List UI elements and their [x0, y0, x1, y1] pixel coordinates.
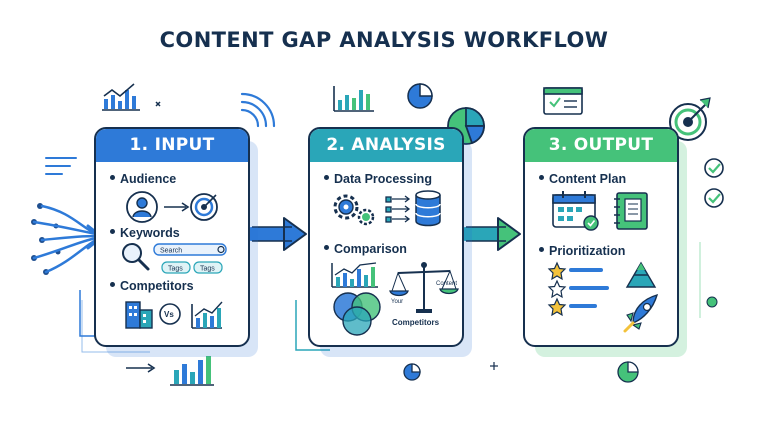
stage-input: 1. INPUT Audience Keywords Search Tags T… [94, 127, 250, 347]
check-circle-icon [704, 188, 724, 208]
content-plan-icon [552, 191, 648, 231]
database-icon [415, 190, 441, 227]
comparison-icon: Your Content Competitors [331, 262, 459, 336]
vs-text: Vs [164, 310, 174, 319]
check-circle-icon [704, 158, 724, 178]
line-chart-icon [331, 262, 378, 288]
gear-icon [333, 194, 375, 226]
list-item: Comparison [324, 242, 407, 256]
stage-output: 3. OUTPUT Content Plan Prioritization [523, 127, 679, 347]
stage-header: 2. ANALYSIS [310, 129, 462, 162]
search-text: Search [160, 248, 182, 255]
content-text: Content [436, 281, 457, 287]
pie-chart-green-icon [617, 361, 639, 383]
list-item: Keywords [110, 226, 180, 240]
list-item: Content Plan [539, 172, 626, 186]
rocket-icon [623, 293, 659, 333]
funnel-arrows-icon [32, 204, 98, 274]
list-item: Competitors [110, 279, 194, 293]
prioritization-icon [547, 261, 659, 333]
bar-chart-icon [102, 83, 140, 111]
sparkle-bottom-icon [490, 362, 498, 370]
calendar-icon [552, 191, 599, 231]
your-text: Your [391, 299, 403, 305]
keywords-icon: Search Tags Tags [122, 243, 227, 274]
bar-chart-bottom-icon [170, 356, 214, 386]
dot-icon [706, 296, 718, 308]
list-item: Audience [110, 172, 176, 186]
signal-icon [240, 92, 276, 128]
tag-text: Tags [200, 266, 215, 273]
list-item: Data Processing [324, 172, 432, 186]
venn-diagram-icon [333, 292, 381, 336]
sparkle-icon [155, 101, 161, 107]
list-item: Prioritization [539, 244, 625, 258]
stage-header: 1. INPUT [96, 129, 248, 162]
pie-chart-small-icon [403, 363, 421, 381]
competitors-icon: Vs [125, 301, 223, 329]
stage-header: 3. OUTPUT [525, 129, 677, 162]
page-title: CONTENT GAP ANALYSIS WORKFLOW [159, 28, 609, 52]
stage-analysis: 2. ANALYSIS Data Processing Comparison [308, 127, 464, 347]
target-goal-icon [669, 97, 711, 141]
pie-chart-icon [407, 83, 433, 109]
audience-icon [126, 191, 218, 223]
tag-text: Tags [168, 266, 183, 273]
checklist-window-icon [543, 87, 583, 115]
data-processing-icon [333, 190, 441, 227]
bar-chart-mid-icon [333, 86, 374, 112]
arrow-right-icon [126, 363, 156, 373]
pyramid-icon [625, 261, 657, 288]
scale-icon: Your Content Competitors [389, 262, 459, 327]
competitors-text: Competitors [392, 318, 440, 327]
notebook-icon [614, 192, 648, 230]
star-list-icon [547, 261, 609, 317]
incoming-lines-icon [45, 157, 77, 175]
